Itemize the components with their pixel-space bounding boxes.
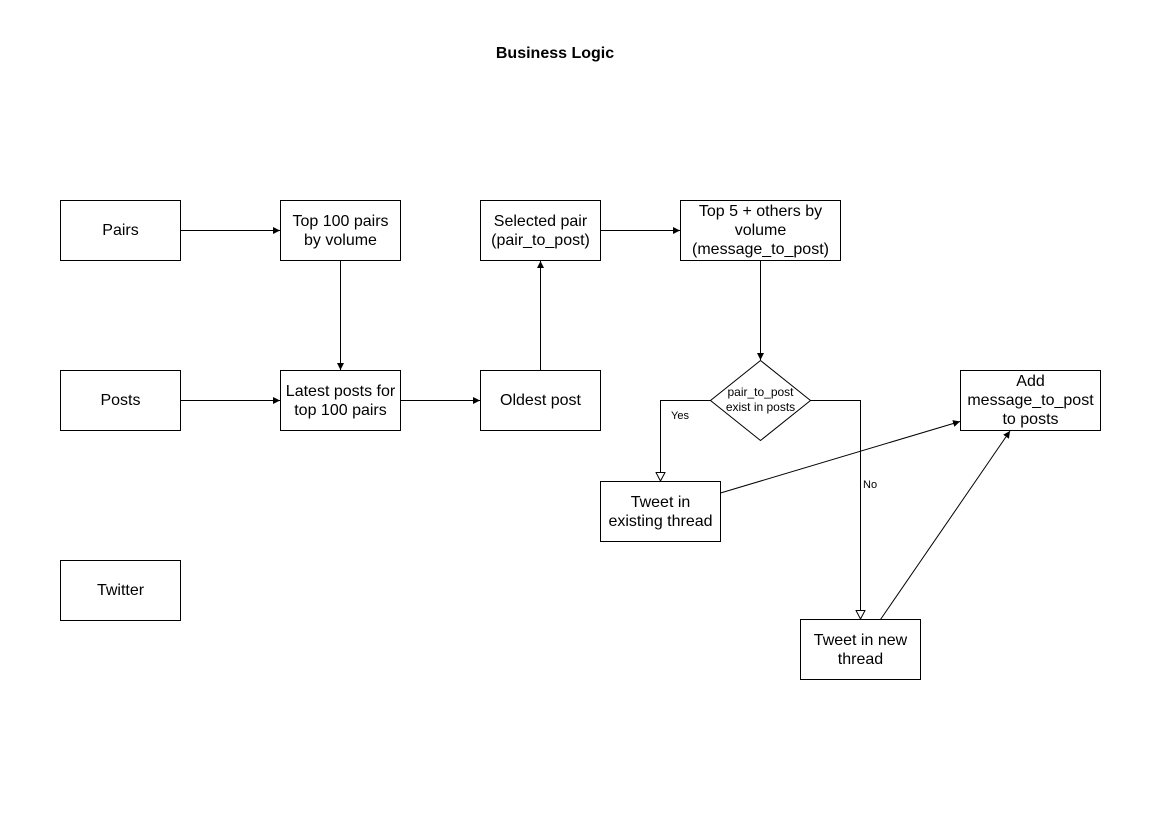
node-selected-pair: Selected pair (pair_to_post) [480,200,601,261]
node-top5-others: Top 5 + others by volume (message_to_pos… [680,200,841,261]
edge-tweet-new-to-add-message [880,430,1011,620]
edge-yes-to-tweet-existing [661,400,711,482]
node-latest-posts: Latest posts for top 100 pairs [280,370,401,431]
edge-label-yes: Yes [671,410,689,422]
node-twitter: Twitter [60,560,181,621]
node-tweet-existing-thread: Tweet in existing thread [600,481,721,542]
edge-label-no: No [863,479,878,491]
diagram-title: Business Logic [495,45,615,62]
node-oldest-post: Oldest post [480,370,601,431]
node-pairs: Pairs [60,200,181,261]
decision-diamond [709,359,812,442]
node-tweet-new-thread: Tweet in new thread [800,619,921,680]
edge-tweet-existing-to-add-message [720,420,961,494]
edge-no-to-tweet-new [810,400,861,620]
node-top-100-pairs: Top 100 pairs by volume [280,200,401,261]
node-posts: Posts [60,370,181,431]
decision-label: pair_to_post exist in posts [725,385,796,414]
node-add-message: Add message_to_post to posts [960,370,1101,431]
